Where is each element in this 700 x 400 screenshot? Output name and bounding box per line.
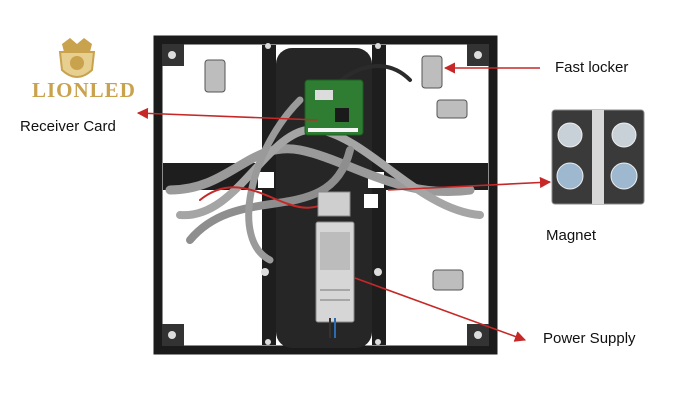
magnet-inset-photo (552, 110, 644, 204)
brand-logo-text: LIONLED (32, 78, 136, 103)
power-supply-label: Power Supply (543, 330, 636, 347)
fast-locker-label: Fast locker (555, 59, 628, 76)
receiver-card (305, 80, 363, 135)
magnet-label: Magnet (546, 227, 596, 244)
receiver-card-label: Receiver Card (20, 118, 116, 135)
power-supply-unit (316, 192, 354, 338)
lion-crown-shield-icon (60, 38, 94, 77)
